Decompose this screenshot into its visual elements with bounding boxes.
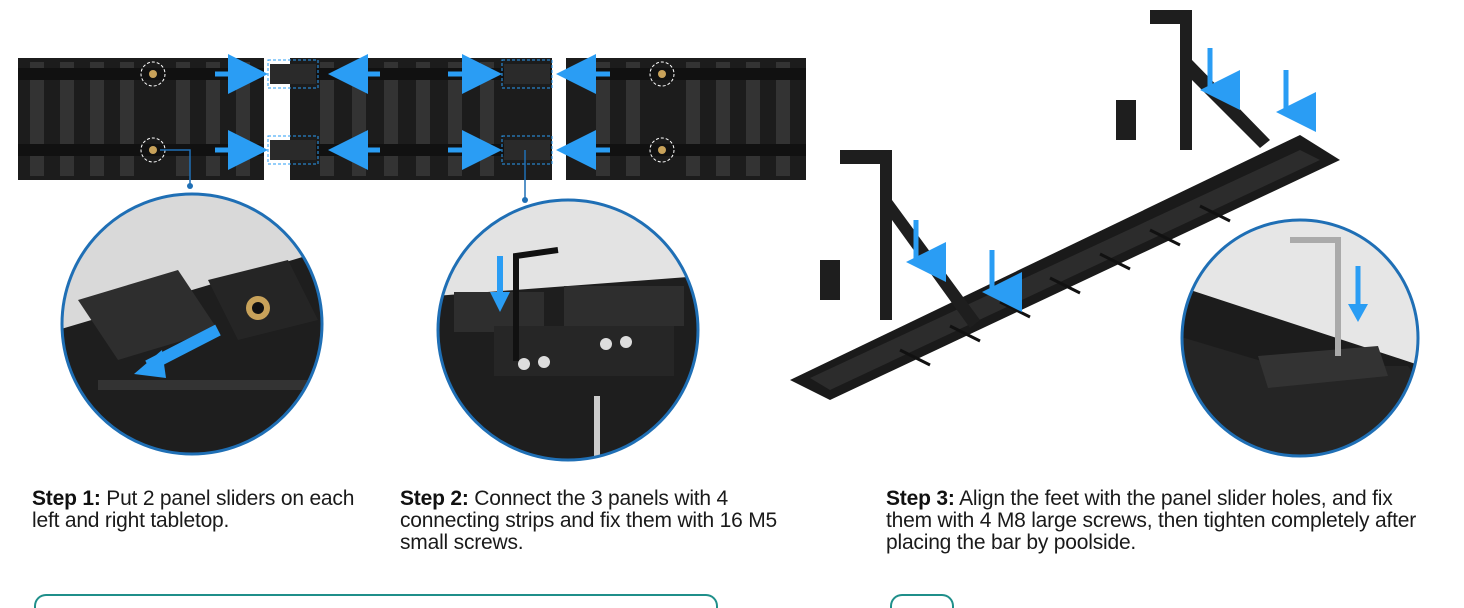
step-3-label: Step 3:: [886, 487, 955, 510]
step-3-text: Step 3: Align the feet with the panel sl…: [886, 488, 1436, 554]
detail-circle-step2: [436, 198, 700, 462]
step-3-description: Align the feet with the panel slider hol…: [886, 487, 1416, 554]
blue-arrows: [215, 54, 610, 170]
step-1-label: Step 1:: [32, 487, 101, 510]
detail-circle-step3: [1180, 218, 1420, 458]
bench-leg-back: [1116, 10, 1270, 150]
bench-assembly-illustration: [790, 10, 1340, 400]
bottom-divider-left: [34, 594, 718, 608]
connecting-strips: [267, 59, 553, 165]
step-2-description: Connect the 3 panels with 4 connecting s…: [400, 487, 777, 554]
step-1-text: Step 1: Put 2 panel sliders on each left…: [32, 488, 372, 532]
step-2-label: Step 2:: [400, 487, 469, 510]
bench-leg-front: [820, 150, 980, 328]
bottom-divider-right: [890, 594, 954, 608]
panel-assembly-illustration: [18, 54, 806, 203]
step-1-description: Put 2 panel sliders on each left and rig…: [32, 487, 355, 532]
step-2-text: Step 2: Connect the 3 panels with 4 conn…: [400, 488, 780, 554]
detail-circle-step1: [60, 192, 324, 456]
